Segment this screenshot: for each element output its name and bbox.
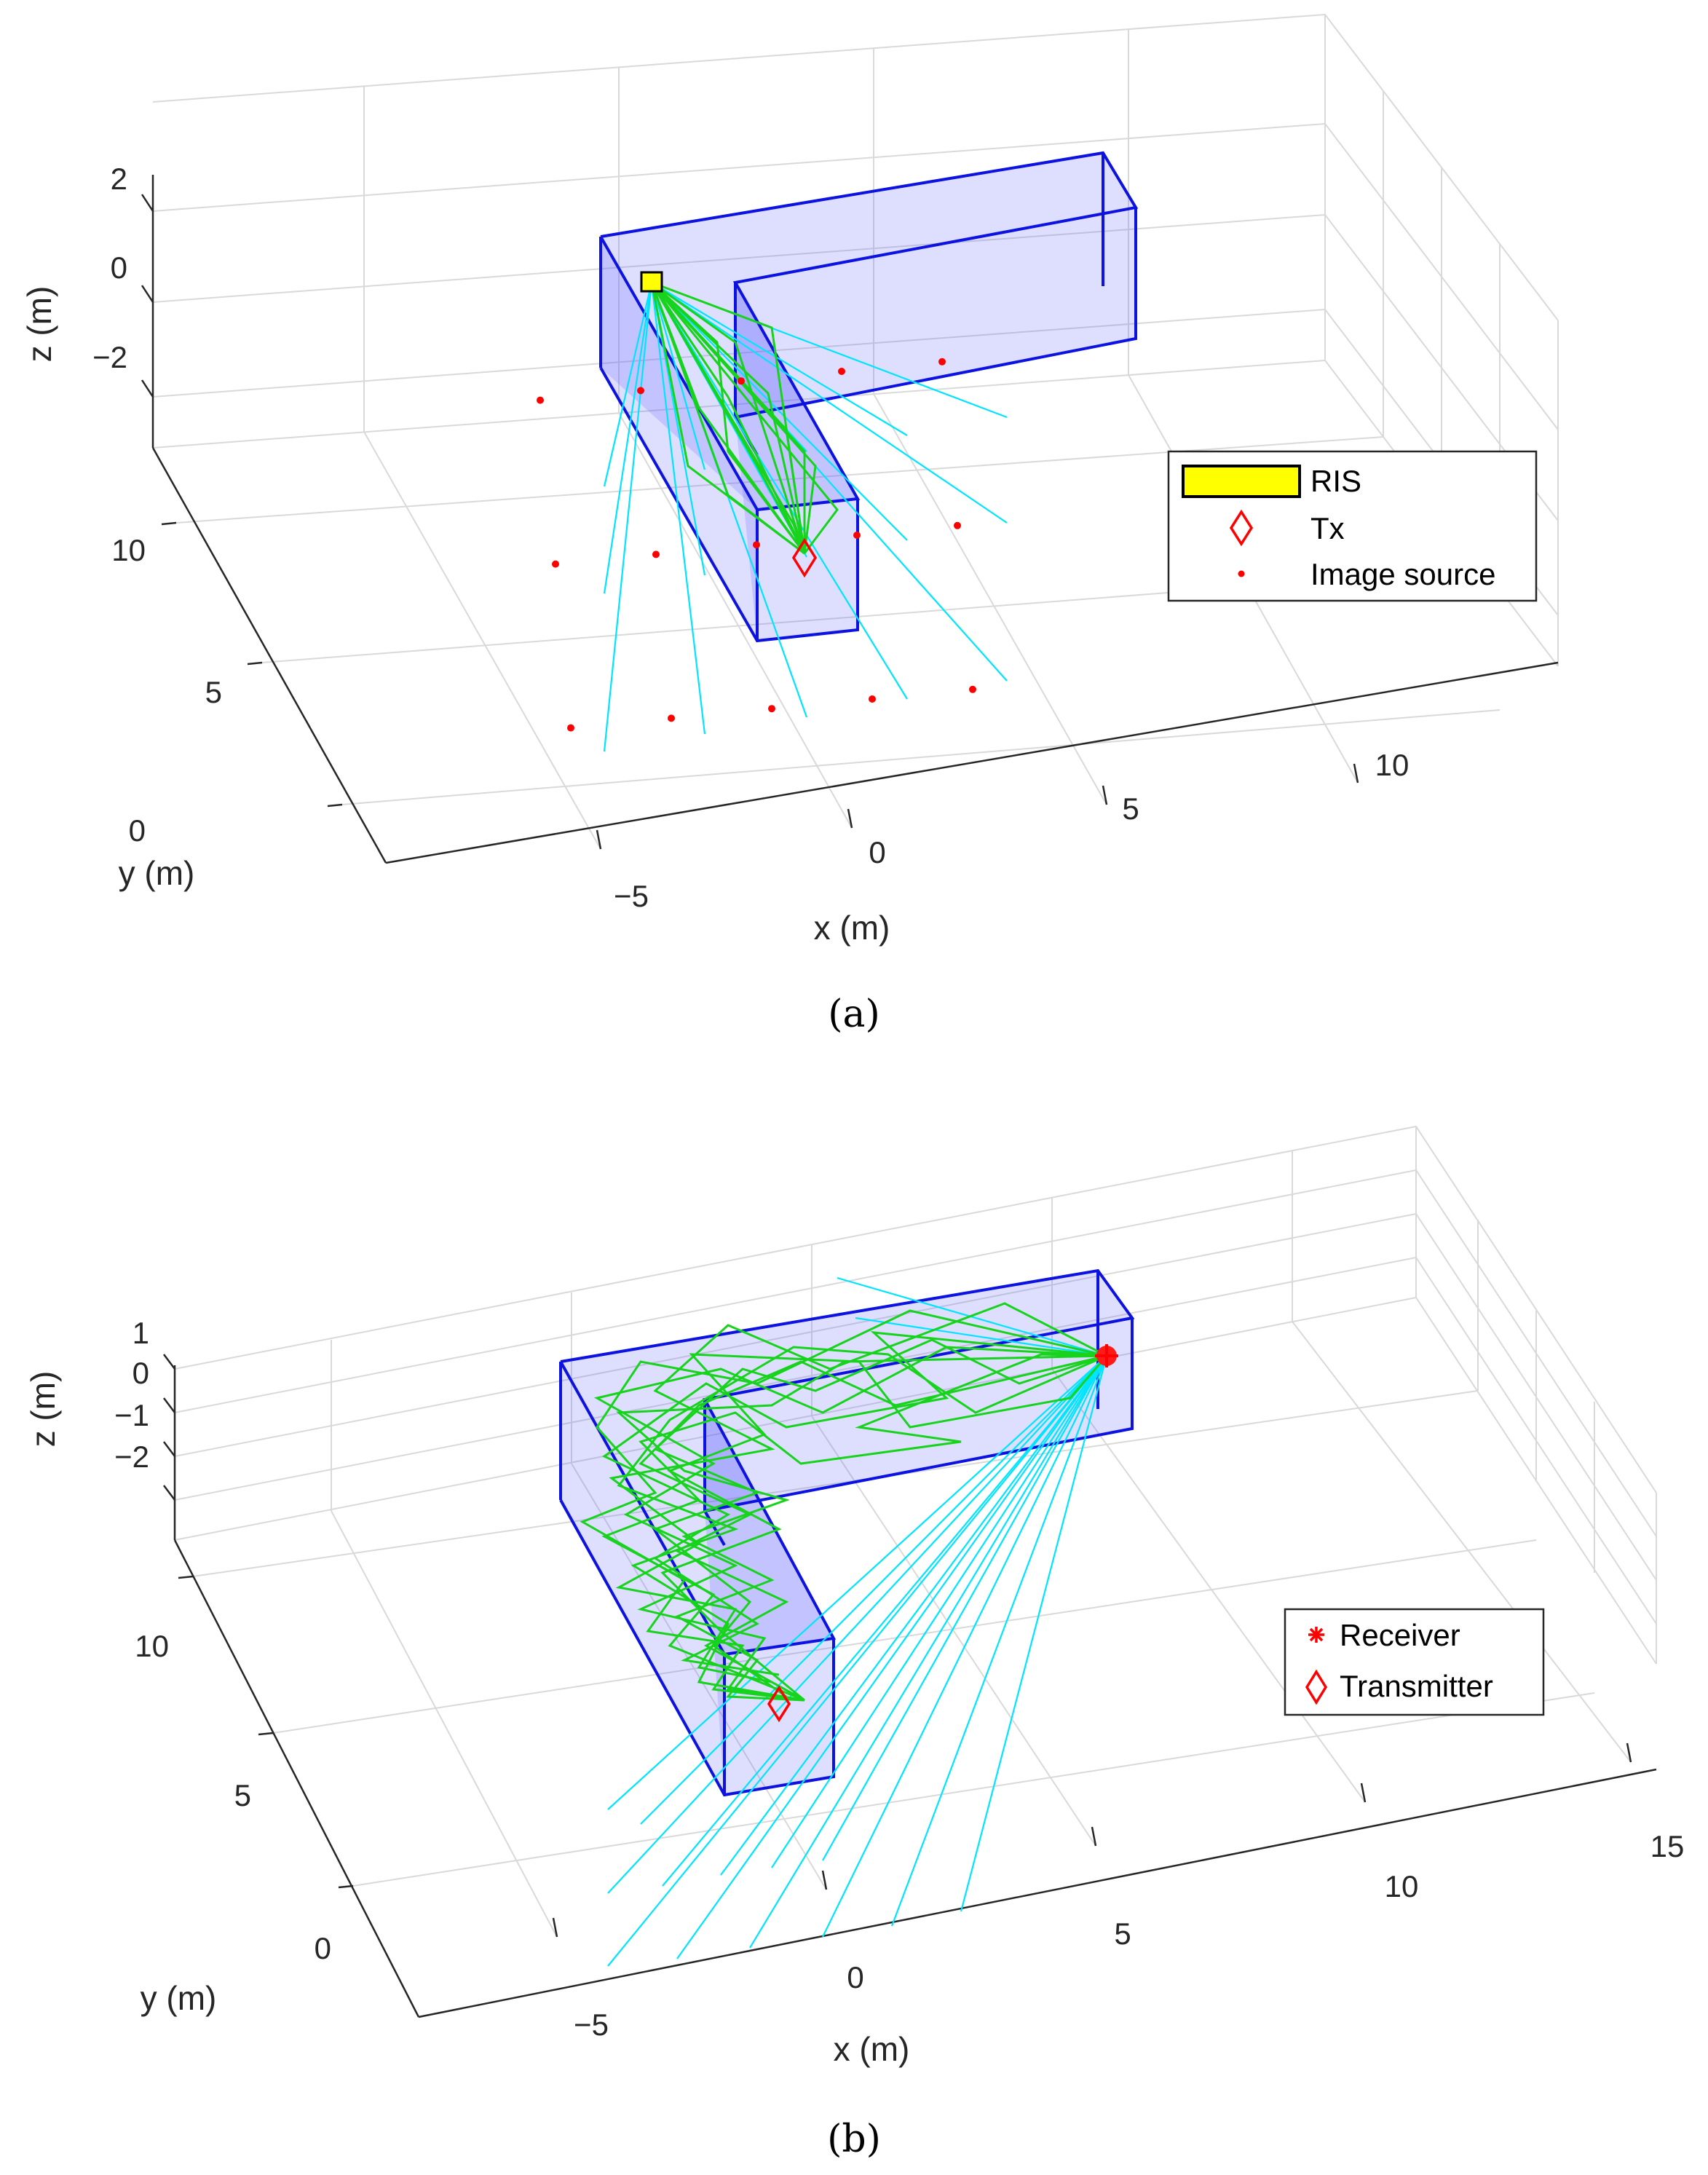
panel-b-xlabel: x (m) bbox=[834, 2030, 910, 2068]
panel-a-yticklabel: 10 bbox=[111, 533, 146, 567]
panel-a-zticklabel: −2 bbox=[92, 340, 127, 374]
panel-b-axes bbox=[163, 1354, 1657, 2018]
panel-a-xlabel: x (m) bbox=[814, 909, 890, 947]
image-source-point bbox=[838, 368, 845, 375]
legend-label-ris: RIS bbox=[1310, 464, 1361, 498]
panel-b-zticklabel: −1 bbox=[114, 1398, 149, 1432]
image-source-point bbox=[954, 521, 961, 529]
panel-a-corridor bbox=[599, 151, 1139, 643]
panel-a-image-sources bbox=[537, 358, 976, 732]
image-source-point bbox=[768, 705, 775, 713]
panel-a-zticklabel: 2 bbox=[111, 162, 127, 196]
panel-a-tx-marker bbox=[791, 537, 818, 578]
panel-b-xticklabel: 5 bbox=[1114, 1917, 1131, 1951]
image-source-point bbox=[567, 724, 574, 732]
image-source-point bbox=[668, 714, 675, 722]
panel-b-yticklabel: 5 bbox=[234, 1778, 251, 1812]
panel-a-grid bbox=[152, 13, 1559, 850]
panel-a-zlabel: z (m) bbox=[20, 286, 58, 363]
legend-receiver-icon bbox=[1308, 1627, 1324, 1643]
panel-a-axes bbox=[141, 175, 1559, 864]
panel-a-caption: (a) bbox=[828, 992, 880, 1036]
panel-a-xticklabel: 10 bbox=[1375, 748, 1410, 782]
legend-image-source-icon bbox=[1238, 570, 1245, 577]
panel-b: 1 0 −1 −2 0 5 10 −5 0 5 10 15 z (m) y (m… bbox=[24, 1125, 1684, 2161]
legend-transmitter-icon bbox=[1305, 1669, 1328, 1705]
image-source-point bbox=[738, 377, 745, 385]
legend-label-transmitter: Transmitter bbox=[1340, 1669, 1493, 1703]
image-source-point bbox=[537, 396, 544, 404]
image-source-point bbox=[853, 532, 861, 539]
panel-a-yticklabel: 5 bbox=[205, 675, 222, 709]
panel-b-ylabel: y (m) bbox=[141, 1979, 217, 2017]
panel-a-xticklabel: −5 bbox=[614, 879, 649, 913]
image-source-point bbox=[552, 560, 559, 568]
panel-b-xticklabel: 15 bbox=[1650, 1829, 1685, 1863]
panel-b-yticklabel: 10 bbox=[135, 1629, 169, 1663]
panel-b-zticklabel: 0 bbox=[133, 1356, 149, 1390]
panel-a-ylabel: y (m) bbox=[119, 854, 195, 892]
panel-b-grid bbox=[174, 1125, 1657, 1938]
panel-a-xticklabel: 0 bbox=[869, 835, 885, 869]
panel-b-legend: Receiver Transmitter bbox=[1284, 1608, 1545, 1716]
panel-b-reflected-paths bbox=[580, 1302, 1108, 1702]
panel-b-transmitter-marker bbox=[767, 1685, 791, 1723]
panel-a: 2 0 −2 0 5 10 −5 0 5 10 z (m) y (m) x (m… bbox=[20, 13, 1559, 1036]
panel-b-receiver-marker bbox=[1095, 1344, 1118, 1367]
panel-b-zlabel: z (m) bbox=[24, 1371, 62, 1448]
panel-a-ris-marker bbox=[640, 271, 663, 293]
panel-b-caption: (b) bbox=[827, 2117, 881, 2161]
legend-tx-icon bbox=[1229, 509, 1254, 547]
legend-ris-icon bbox=[1182, 465, 1301, 498]
image-source-point bbox=[753, 541, 760, 549]
legend-label-receiver: Receiver bbox=[1340, 1618, 1460, 1652]
image-source-point bbox=[869, 695, 876, 703]
panel-a-xticklabel: 5 bbox=[1122, 792, 1139, 826]
panel-b-xticklabel: 0 bbox=[847, 1960, 863, 1994]
image-source-point bbox=[652, 550, 660, 558]
image-source-point bbox=[969, 685, 976, 693]
panel-b-xticklabel: −5 bbox=[574, 2008, 609, 2042]
panel-a-zticklabel: 0 bbox=[111, 250, 127, 285]
panel-a-yticklabel: 0 bbox=[129, 813, 146, 848]
panel-b-zticklabel: −2 bbox=[114, 1440, 149, 1474]
panel-a-ticks: 2 0 −2 0 5 10 −5 0 5 10 bbox=[92, 162, 1409, 913]
image-source-point bbox=[938, 358, 946, 366]
panel-b-zticklabel: 1 bbox=[133, 1316, 149, 1350]
legend-label-tx: Tx bbox=[1310, 511, 1345, 545]
panel-b-direct-paths bbox=[607, 1276, 1108, 1967]
image-source-point bbox=[637, 387, 644, 395]
panel-b-xticklabel: 10 bbox=[1385, 1869, 1419, 1903]
panel-a-reflected-paths bbox=[650, 281, 839, 555]
legend-label-image-source: Image source bbox=[1310, 557, 1495, 591]
panel-b-ticks: 1 0 −1 −2 0 5 10 −5 0 5 10 15 bbox=[114, 1316, 1684, 2042]
panel-a-legend: RIS Tx Image source bbox=[1167, 450, 1538, 602]
panel-b-yticklabel: 0 bbox=[315, 1931, 331, 1965]
